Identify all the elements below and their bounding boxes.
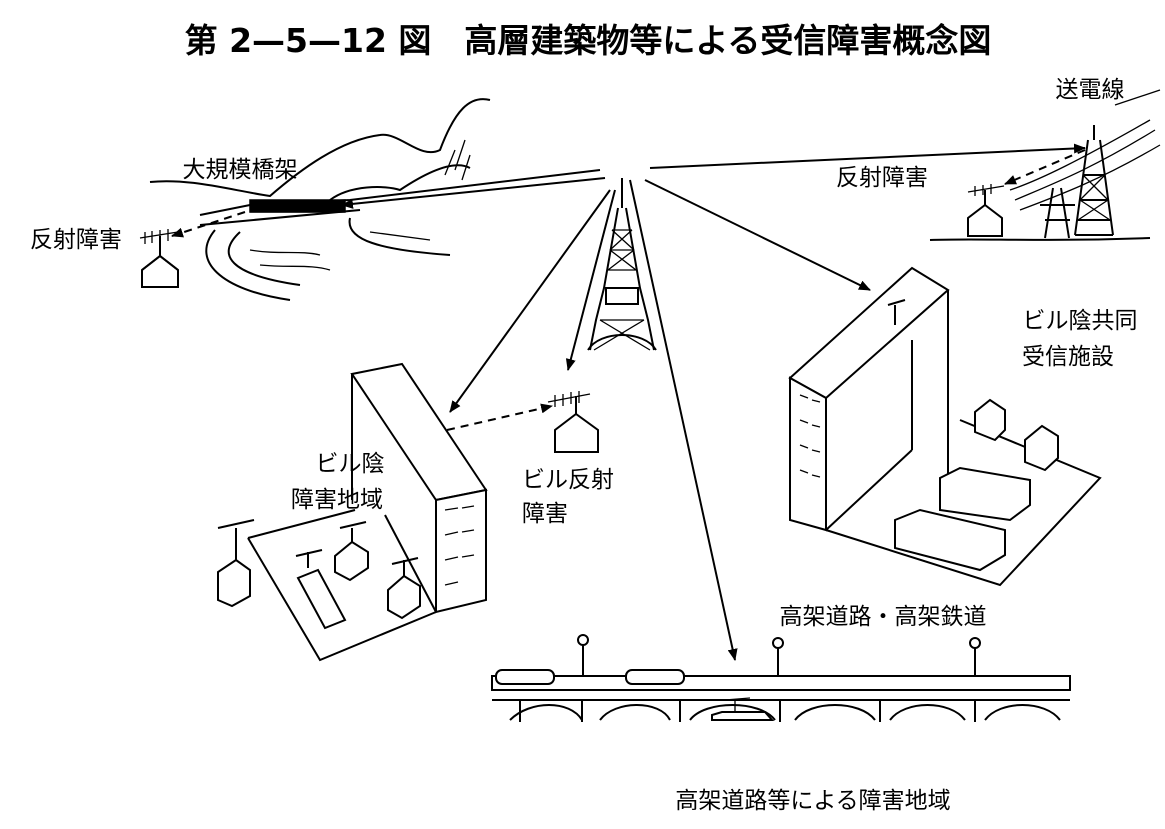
house-bridge-reflection <box>139 229 179 288</box>
train-left <box>495 669 555 685</box>
label-elevated-roads: 高架道路・高架鉄道 <box>780 604 987 630</box>
shadow-area-houses <box>217 519 421 630</box>
shadow-building <box>247 362 488 662</box>
label-building-reflection-line2: 障害 <box>522 501 568 527</box>
house-building-reflection <box>547 391 599 453</box>
bridge-landscape <box>149 98 601 301</box>
diagram-title: 第 2—5—12 図 高層建築物等による受信障害概念図 <box>185 21 992 60</box>
signal-arrows <box>171 143 1086 661</box>
label-bridge-reflection: 反射障害 <box>30 227 122 253</box>
label-power-line: 送電線 <box>1056 77 1125 103</box>
label-elevated-area: 高架道路等による障害地域 <box>675 788 950 814</box>
power-tower-area <box>929 89 1161 241</box>
label-common-reception-line1: ビル陰共同 <box>1023 308 1138 334</box>
label-shadow-area-line2: 障害地域 <box>291 487 383 513</box>
elevated-road <box>491 634 1071 722</box>
bridge-truss <box>249 199 346 213</box>
train-right <box>625 669 685 685</box>
label-building-reflection-line1: ビル反射 <box>522 467 614 493</box>
tv-tower <box>587 178 657 351</box>
label-shadow-area-line1: ビル陰 <box>316 451 385 477</box>
label-bridge: 大規模橋架 <box>183 157 298 183</box>
house-power-reflection <box>967 184 1005 237</box>
label-common-reception-line2: 受信施設 <box>1022 344 1114 370</box>
common-reception-building <box>788 266 1102 587</box>
label-power-reflection: 反射障害 <box>836 165 928 191</box>
